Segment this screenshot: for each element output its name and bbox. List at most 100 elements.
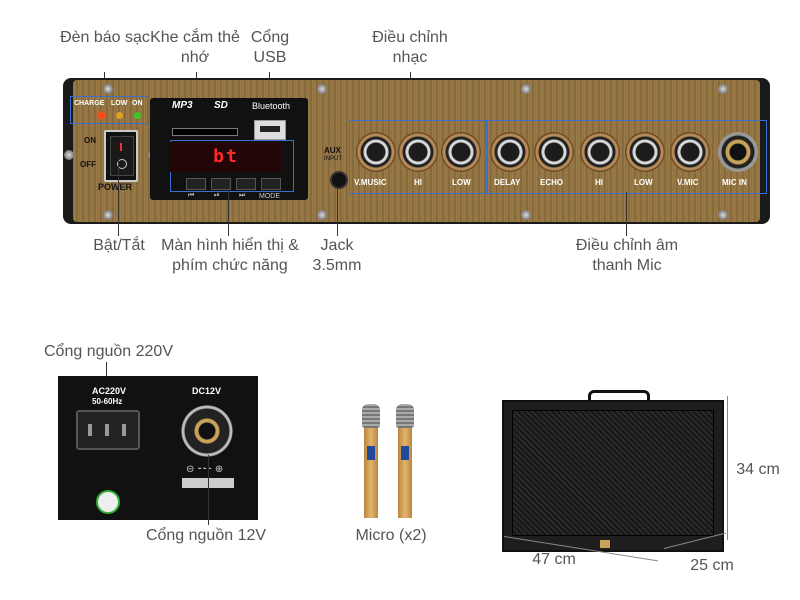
switch-rocker <box>110 136 134 176</box>
microphone <box>362 404 380 518</box>
screw <box>103 84 113 94</box>
knob-mic-low[interactable] <box>625 132 665 172</box>
knob-v-mic[interactable] <box>670 132 710 172</box>
next-icon: ⏭ <box>239 192 246 199</box>
depth-label: 25 cm <box>690 557 734 574</box>
aux-jack[interactable] <box>330 171 348 189</box>
bluetooth-logo: Bluetooth <box>252 101 291 111</box>
switch-off-label: OFF <box>80 160 96 169</box>
on-off-label: Bật/Tắt <box>93 237 145 254</box>
switch-mark <box>120 143 122 151</box>
led-low <box>116 112 123 119</box>
micro-label: Micro (x2) <box>355 527 427 544</box>
led-highlight <box>70 96 148 124</box>
next-button[interactable] <box>236 178 256 190</box>
led-low-label: LOW <box>111 100 128 107</box>
aux-label: AUX <box>324 146 341 155</box>
screw <box>718 210 728 220</box>
mic-in-label: MIC IN <box>722 178 747 187</box>
speaker-grille <box>512 410 714 536</box>
play-pause-icon: ⏯ <box>214 192 220 199</box>
screw <box>317 210 327 220</box>
usb-tongue <box>260 126 280 132</box>
knob-echo[interactable] <box>534 132 574 172</box>
display-keys-label: Màn hình hiển thị & phím chức năng <box>161 237 299 274</box>
knob-v-music[interactable] <box>356 132 396 172</box>
mp3-logo: MP3 <box>172 100 193 111</box>
prev-button[interactable] <box>186 178 206 190</box>
led-on <box>134 112 141 119</box>
ac-pin <box>122 424 126 436</box>
knob-v-music-label: V.MUSIC <box>354 178 387 187</box>
width-label: 47 cm <box>532 551 576 568</box>
mic-body <box>364 428 378 518</box>
led-charge-label: CHARGE <box>74 100 105 107</box>
led-charge <box>98 112 105 119</box>
led-on-label: ON <box>132 100 143 107</box>
ac-label: AC220V <box>92 386 127 396</box>
usb-label: Cổng USB <box>250 29 290 66</box>
jack-line <box>337 188 338 236</box>
warning-sticker <box>96 490 120 514</box>
knob-delay-label: DELAY <box>494 178 521 187</box>
aux-input-label: INPUT <box>324 156 342 162</box>
height-dimension-line <box>727 396 728 540</box>
switch-on-label: ON <box>84 136 96 145</box>
switch-circle <box>117 159 127 169</box>
screw <box>317 84 327 94</box>
usb-port[interactable] <box>254 120 286 140</box>
on-off-line <box>118 160 119 236</box>
knob-v-mic-label: V.MIC <box>677 178 699 187</box>
mode-button[interactable] <box>261 178 281 190</box>
ac-pin <box>88 424 92 436</box>
mic-knobs-highlight <box>487 120 767 194</box>
microphone <box>396 404 414 518</box>
ac-socket[interactable] <box>76 410 140 450</box>
power12-line <box>208 455 209 525</box>
mic-head <box>396 404 414 428</box>
screw <box>521 210 531 220</box>
prev-icon: ⏮ <box>188 192 195 199</box>
polarity-icon: ⊖ ⁃⁃⁃ ⊕ <box>186 464 224 475</box>
mic-in-jack[interactable] <box>718 132 758 172</box>
height-label: 34 cm <box>736 461 780 478</box>
card-slot-label: Khe cắm thẻ nhớ <box>150 29 240 66</box>
knob-delay[interactable] <box>490 132 530 172</box>
sd-card-slot[interactable] <box>172 128 238 136</box>
dc-label: DC12V <box>192 386 222 396</box>
screw <box>103 210 113 220</box>
mic-adjust-label: Điều chỉnh âm thanh Mic <box>575 237 679 274</box>
knob-music-hi[interactable] <box>398 132 438 172</box>
jack-label: Jack 3.5mm <box>312 237 362 274</box>
mode-label: MODE <box>259 193 280 200</box>
speaker-handle <box>588 390 650 405</box>
led-display: bt <box>170 142 282 172</box>
dc-jack[interactable] <box>178 402 236 460</box>
music-knobs-highlight <box>349 120 487 194</box>
power-label: POWER <box>98 182 133 192</box>
mic-screen <box>367 446 375 460</box>
display-line <box>228 190 229 236</box>
ac-pin <box>105 424 109 436</box>
power220-label: Cổng nguồn 220V <box>44 343 173 360</box>
hz-label: 50-60Hz <box>92 397 123 406</box>
screw <box>64 150 74 160</box>
screw <box>521 84 531 94</box>
music-adjust-label: Điều chỉnh nhạc <box>372 29 448 66</box>
charge-light-label: Đèn báo sạc <box>60 29 150 46</box>
knob-music-low[interactable] <box>441 132 481 172</box>
speaker-box <box>502 400 724 552</box>
sd-logo: SD <box>214 100 228 111</box>
power12-label: Cổng nguồn 12V <box>145 527 267 544</box>
mic-screen <box>401 446 409 460</box>
speaker-logo <box>600 540 610 548</box>
play-pause-button[interactable] <box>211 178 231 190</box>
screw <box>718 84 728 94</box>
mic-body <box>398 428 412 518</box>
mic-adjust-line <box>626 192 627 236</box>
knob-echo-label: ECHO <box>540 178 564 187</box>
power-switch[interactable] <box>104 130 138 182</box>
knob-mic-hi[interactable] <box>580 132 620 172</box>
knob-mic-hi-label: HI <box>595 178 603 187</box>
knob-music-low-label: LOW <box>452 178 471 187</box>
